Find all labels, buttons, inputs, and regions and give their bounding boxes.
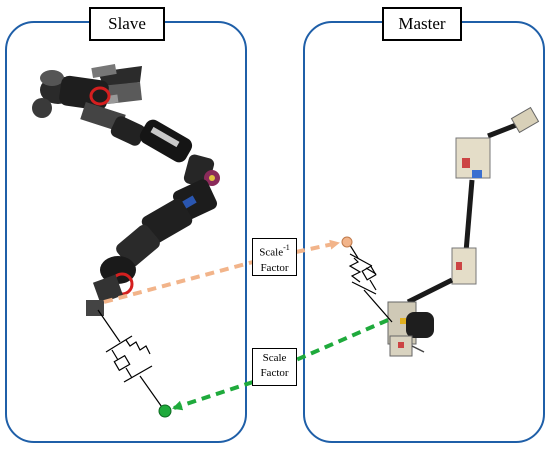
master-panel xyxy=(303,21,545,443)
slave-endpoint-marker xyxy=(158,404,172,418)
slave-panel-title: Slave xyxy=(89,7,165,41)
inverse-scale-word: Scale xyxy=(259,246,284,259)
inverse-exponent: -1 xyxy=(283,243,290,252)
scale-arrow xyxy=(174,318,389,408)
factor-word: Factor xyxy=(260,367,289,379)
master-handle xyxy=(510,106,540,134)
slave-forearm xyxy=(110,116,220,188)
master-haptic-device xyxy=(387,106,540,357)
master-joint-middle xyxy=(451,247,477,285)
slave-robot-arm xyxy=(32,63,220,316)
master-spring-damper xyxy=(347,241,393,323)
master-endpoint-marker xyxy=(341,236,353,248)
inverse-factor-word: Factor xyxy=(260,261,289,274)
scale-factor-label: Scale Factor xyxy=(252,348,297,386)
inverse-scale-arrow xyxy=(103,243,338,304)
scale-word: Scale xyxy=(262,352,287,364)
slave-upper-arm xyxy=(86,179,218,316)
inverse-scale-factor-label: Scale-1 Factor xyxy=(252,238,297,276)
slave-gripper xyxy=(91,63,142,106)
slave-spring-damper xyxy=(97,309,165,411)
master-panel-title: Master xyxy=(382,7,462,41)
